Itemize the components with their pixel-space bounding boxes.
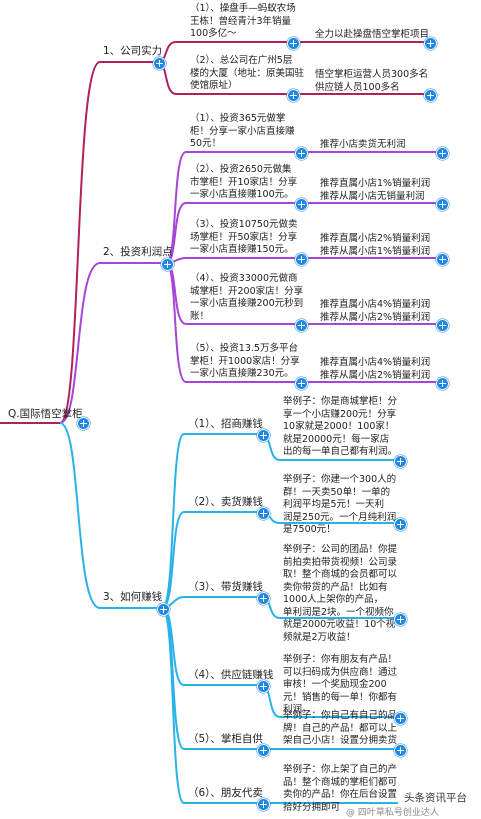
earn-item-3-expand-icon[interactable]	[257, 592, 270, 605]
earn-note-4-expand-icon[interactable]	[394, 712, 407, 725]
invest-item-5: （5）、投资13.5万多平台 掌柜！开1000家店！分享 一家小店直接赚230元…	[190, 343, 300, 379]
earn-note-2: 举例子：你建一个300人的 群！一天卖50单！一单的 利润平均是5元！一天利 润…	[283, 474, 397, 535]
earn-branch-label: 3、如何赚钱	[103, 591, 163, 603]
watermark: 头条资讯平台	[404, 792, 467, 804]
earn-expand-icon[interactable]	[157, 603, 170, 616]
earn-item-2-label: （2）、卖货赚钱	[188, 496, 263, 508]
company-item-1-expand-icon[interactable]	[287, 37, 300, 50]
earn-item1-line	[161, 433, 262, 609]
invest-note-4-expand-icon[interactable]	[436, 319, 449, 332]
invest-note-4: 推荐直属小店4%销量利润 推荐从属小店2%销量利润	[320, 299, 431, 323]
earn-item-4-label: （4）、供应链赚钱	[188, 669, 274, 681]
invest-note-3-expand-icon[interactable]	[436, 253, 449, 266]
invest-note-5: 推荐直属小店4%销量利润 推荐从属小店2%销量利润	[320, 357, 431, 381]
earn-item-2-expand-icon[interactable]	[257, 507, 270, 520]
company-expand-icon[interactable]	[153, 57, 166, 70]
earn-item6-line	[161, 607, 262, 804]
company-note-1: 全力以赴操盘悟空掌柜项目	[315, 29, 430, 40]
earn-item-4-expand-icon[interactable]	[257, 680, 270, 693]
earn-note-3-expand-icon[interactable]	[394, 613, 407, 626]
company-item-1: （1）、操盘手—蚂蚁农场 王栋！曾经青汁3年销量 100多亿～	[190, 3, 296, 39]
earn-note-1: 举例子：你是商城掌柜！分 享一个小店赚200元！分享 10家就是2000！100…	[283, 396, 398, 457]
invest-item-2-expand-icon[interactable]	[295, 198, 308, 211]
company-branch-label: 1、公司实力	[103, 45, 163, 57]
earn-note-1-expand-icon[interactable]	[394, 455, 407, 468]
earn-note-5: 举例子：你自己有自己的品 牌！自己的产品！都可以上 架自己小店！设置分拥卖货	[283, 710, 398, 746]
root-to-company-line	[0, 61, 158, 424]
earn-item-1-label: （1）、招商赚钱	[188, 418, 263, 430]
invest-branch-label: 2、投资利润点	[103, 246, 173, 258]
invest-item-4-expand-icon[interactable]	[295, 319, 308, 332]
earn-item3-line	[161, 596, 262, 609]
root-to-invest-line	[59, 262, 166, 424]
invest-item1-line	[165, 151, 300, 264]
invest-note-5-expand-icon[interactable]	[436, 377, 449, 390]
root-expand-icon[interactable]	[77, 417, 90, 430]
company-note-2-expand-icon[interactable]	[424, 89, 437, 102]
root-to-earn-line	[59, 422, 162, 609]
invest-item-3: （3）、投资10750元做卖 场掌柜！开50家店！分享 一家小店直接赚150元。	[190, 219, 298, 255]
invest-note-2-expand-icon[interactable]	[436, 198, 449, 211]
company-note-2: 悟空掌柜运营人员300多名 供应链人员100多名	[315, 69, 429, 93]
company-note-1-expand-icon[interactable]	[424, 37, 437, 50]
earn-item-5-label: （5）、掌柜自供	[188, 733, 263, 745]
invest-item3-line	[165, 257, 300, 264]
earn-note-5-expand-icon[interactable]	[394, 744, 407, 757]
invest-item-3-expand-icon[interactable]	[295, 253, 308, 266]
company-item-2: （2）、总公司在广州5层 楼的大厦（地址：原美国驻 使馆原址）	[190, 55, 305, 91]
earn-note-3: 举例子：公司的团品！你提 前拍卖拍带货视频！公司录 取！整个商城的会员都可以 卖…	[283, 544, 398, 643]
earn-item-5-expand-icon[interactable]	[257, 744, 270, 757]
invest-note-1-expand-icon[interactable]	[436, 147, 449, 160]
earn-item-3-label: （3）、带货赚钱	[188, 581, 263, 593]
invest-note-3: 推荐直属小店2%销量利润 推荐从属小店1%销量利润	[320, 233, 431, 257]
earn-item-1-expand-icon[interactable]	[257, 429, 270, 442]
watermark-sub: @ 四叶草私号创业达人	[346, 808, 439, 818]
earn-item-6-label: （6）、朋友代卖	[188, 787, 263, 799]
invest-note-2: 推荐直属小店1%销量利润 推荐从属小店无销量利润	[320, 178, 431, 202]
invest-item-4: （4）、投资33000元做商 城掌柜！开200家店！分享 一家小店直接赚200元…	[190, 273, 304, 322]
root-topic: Q.国际悟空掌柜	[8, 408, 83, 420]
earn-note-2-expand-icon[interactable]	[394, 518, 407, 531]
earn-note-6: 举例子：你上架了自己的产 品！整个商城的掌柜们都可 卖你的产品！你在后台设置 拾…	[283, 764, 398, 813]
company-item-2-expand-icon[interactable]	[287, 89, 300, 102]
invest-expand-icon[interactable]	[161, 258, 174, 271]
invest-item-5-expand-icon[interactable]	[295, 377, 308, 390]
earn-item-6-expand-icon[interactable]	[257, 798, 270, 811]
invest-item-1: （1）、投资365元做掌 柜！分享一家小店直接赚 50元！	[190, 113, 295, 149]
invest-note-1: 推荐小店卖货无利润	[320, 139, 406, 150]
invest-item-2: （2）、投资2650元做集 市掌柜！开10家店！分享 一家小店直接赚100元。	[190, 164, 298, 200]
invest-item-1-expand-icon[interactable]	[295, 147, 308, 160]
earn-note-4: 举例子：你有朋友有产品！ 可以扫码成为供应商！通过 审核！一个奖励现金200 元…	[283, 654, 398, 715]
